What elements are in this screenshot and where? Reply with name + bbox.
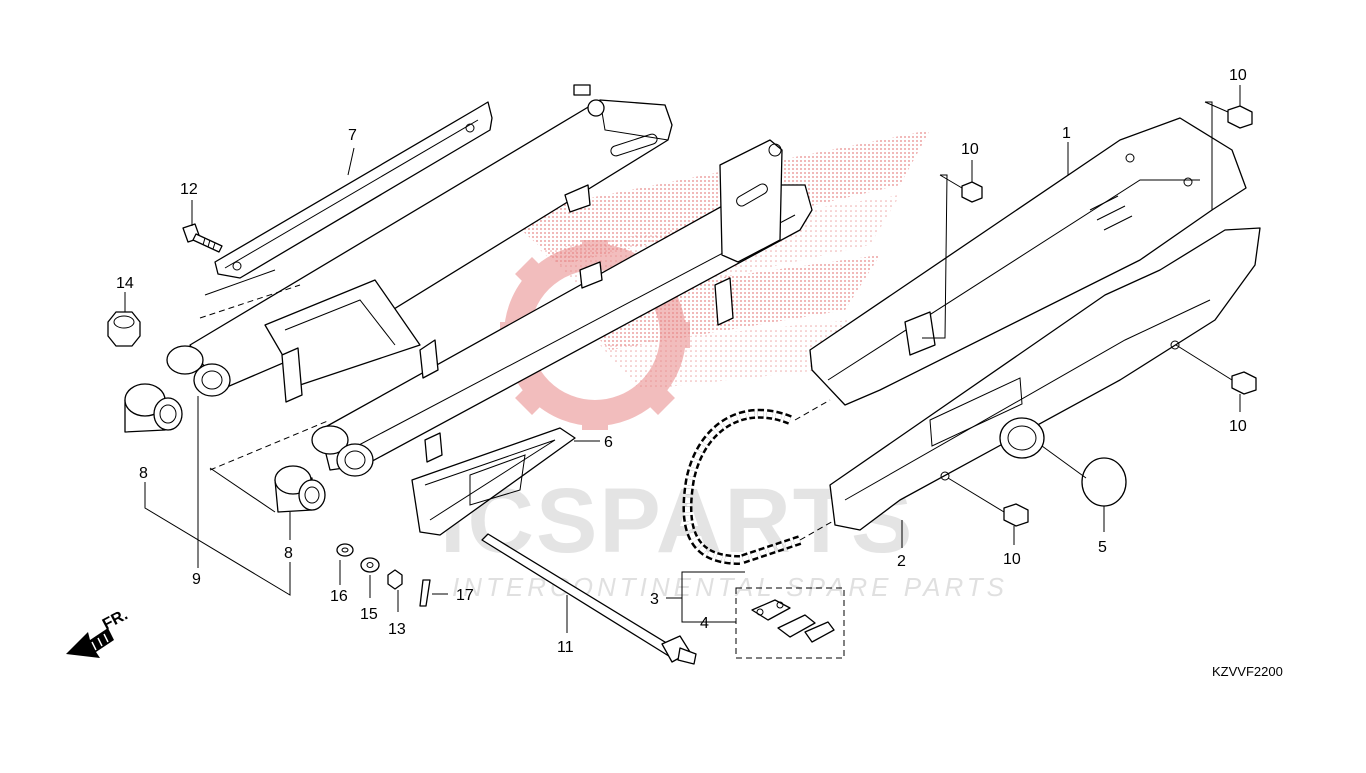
- part-17-cotter-pin[interactable]: [419, 579, 431, 607]
- part-8-bushing-left[interactable]: [124, 383, 183, 433]
- assembly-line: [209, 467, 276, 513]
- callout-labels: 7 12 14 8 9 8 6 11 16 15 13 17 3 4 1 2 5…: [116, 67, 1247, 656]
- part-10-bolt-c[interactable]: [1231, 371, 1257, 395]
- callout-3: 3: [650, 591, 659, 608]
- callout-9: 9: [192, 571, 201, 588]
- front-direction-indicator: FR.: [66, 606, 131, 658]
- callout-15: 15: [360, 606, 378, 623]
- callout-16: 16: [330, 588, 348, 605]
- callout-14: 14: [116, 275, 134, 292]
- watermark-tagline: INTERCONTINENTAL SPARE PARTS: [452, 572, 1008, 602]
- part-2-chain-case-lower[interactable]: [829, 227, 1261, 531]
- callout-10: 10: [1003, 551, 1021, 568]
- part-16-washer[interactable]: [336, 543, 354, 557]
- callout-12: 12: [180, 181, 198, 198]
- assembly-line: [204, 269, 276, 296]
- diagram-code: KZVVF2200: [1212, 664, 1283, 679]
- callout-7: 7: [348, 127, 357, 144]
- part-10-bolt-a[interactable]: [1227, 105, 1253, 129]
- part-4-master-link[interactable]: [735, 587, 845, 659]
- direction-label: FR.: [100, 606, 131, 633]
- part-13-nut[interactable]: [387, 569, 403, 590]
- part-14-nut[interactable]: [107, 311, 141, 347]
- leader-lines: [124, 85, 1241, 633]
- part-1-chain-case-upper[interactable]: [809, 117, 1247, 406]
- part-3-drive-chain[interactable]: [682, 399, 836, 566]
- direction-arrow-icon: [66, 628, 114, 658]
- part-10-bolt-b[interactable]: [961, 181, 983, 203]
- callout-8: 8: [284, 545, 293, 562]
- callout-4: 4: [700, 615, 709, 632]
- callout-5: 5: [1098, 539, 1107, 556]
- part-10-bolt-d[interactable]: [1003, 503, 1029, 527]
- part-15-washer[interactable]: [360, 557, 380, 573]
- part-8-bushing-right[interactable]: [274, 465, 326, 513]
- callout-6: 6: [604, 434, 613, 451]
- callout-13: 13: [388, 621, 406, 638]
- callout-10: 10: [1229, 67, 1247, 84]
- callout-10: 10: [1229, 418, 1247, 435]
- watermark-text: ICSPARTS INTERCONTINENTAL SPARE PARTS: [440, 470, 1008, 602]
- swingarm-assembly[interactable]: [166, 84, 813, 477]
- callout-10: 10: [961, 141, 979, 158]
- callout-1: 1: [1062, 125, 1071, 142]
- callout-8: 8: [139, 465, 148, 482]
- part-5-cap[interactable]: [1081, 457, 1127, 507]
- part-7-chain-slider-plate[interactable]: [214, 101, 493, 279]
- part-11-pivot-shaft[interactable]: [481, 533, 697, 665]
- callout-17: 17: [456, 587, 474, 604]
- callout-11: 11: [557, 639, 574, 656]
- callout-2: 2: [897, 553, 906, 570]
- part-6-chain-slider[interactable]: [411, 427, 576, 536]
- part-12-bolt[interactable]: [182, 223, 223, 253]
